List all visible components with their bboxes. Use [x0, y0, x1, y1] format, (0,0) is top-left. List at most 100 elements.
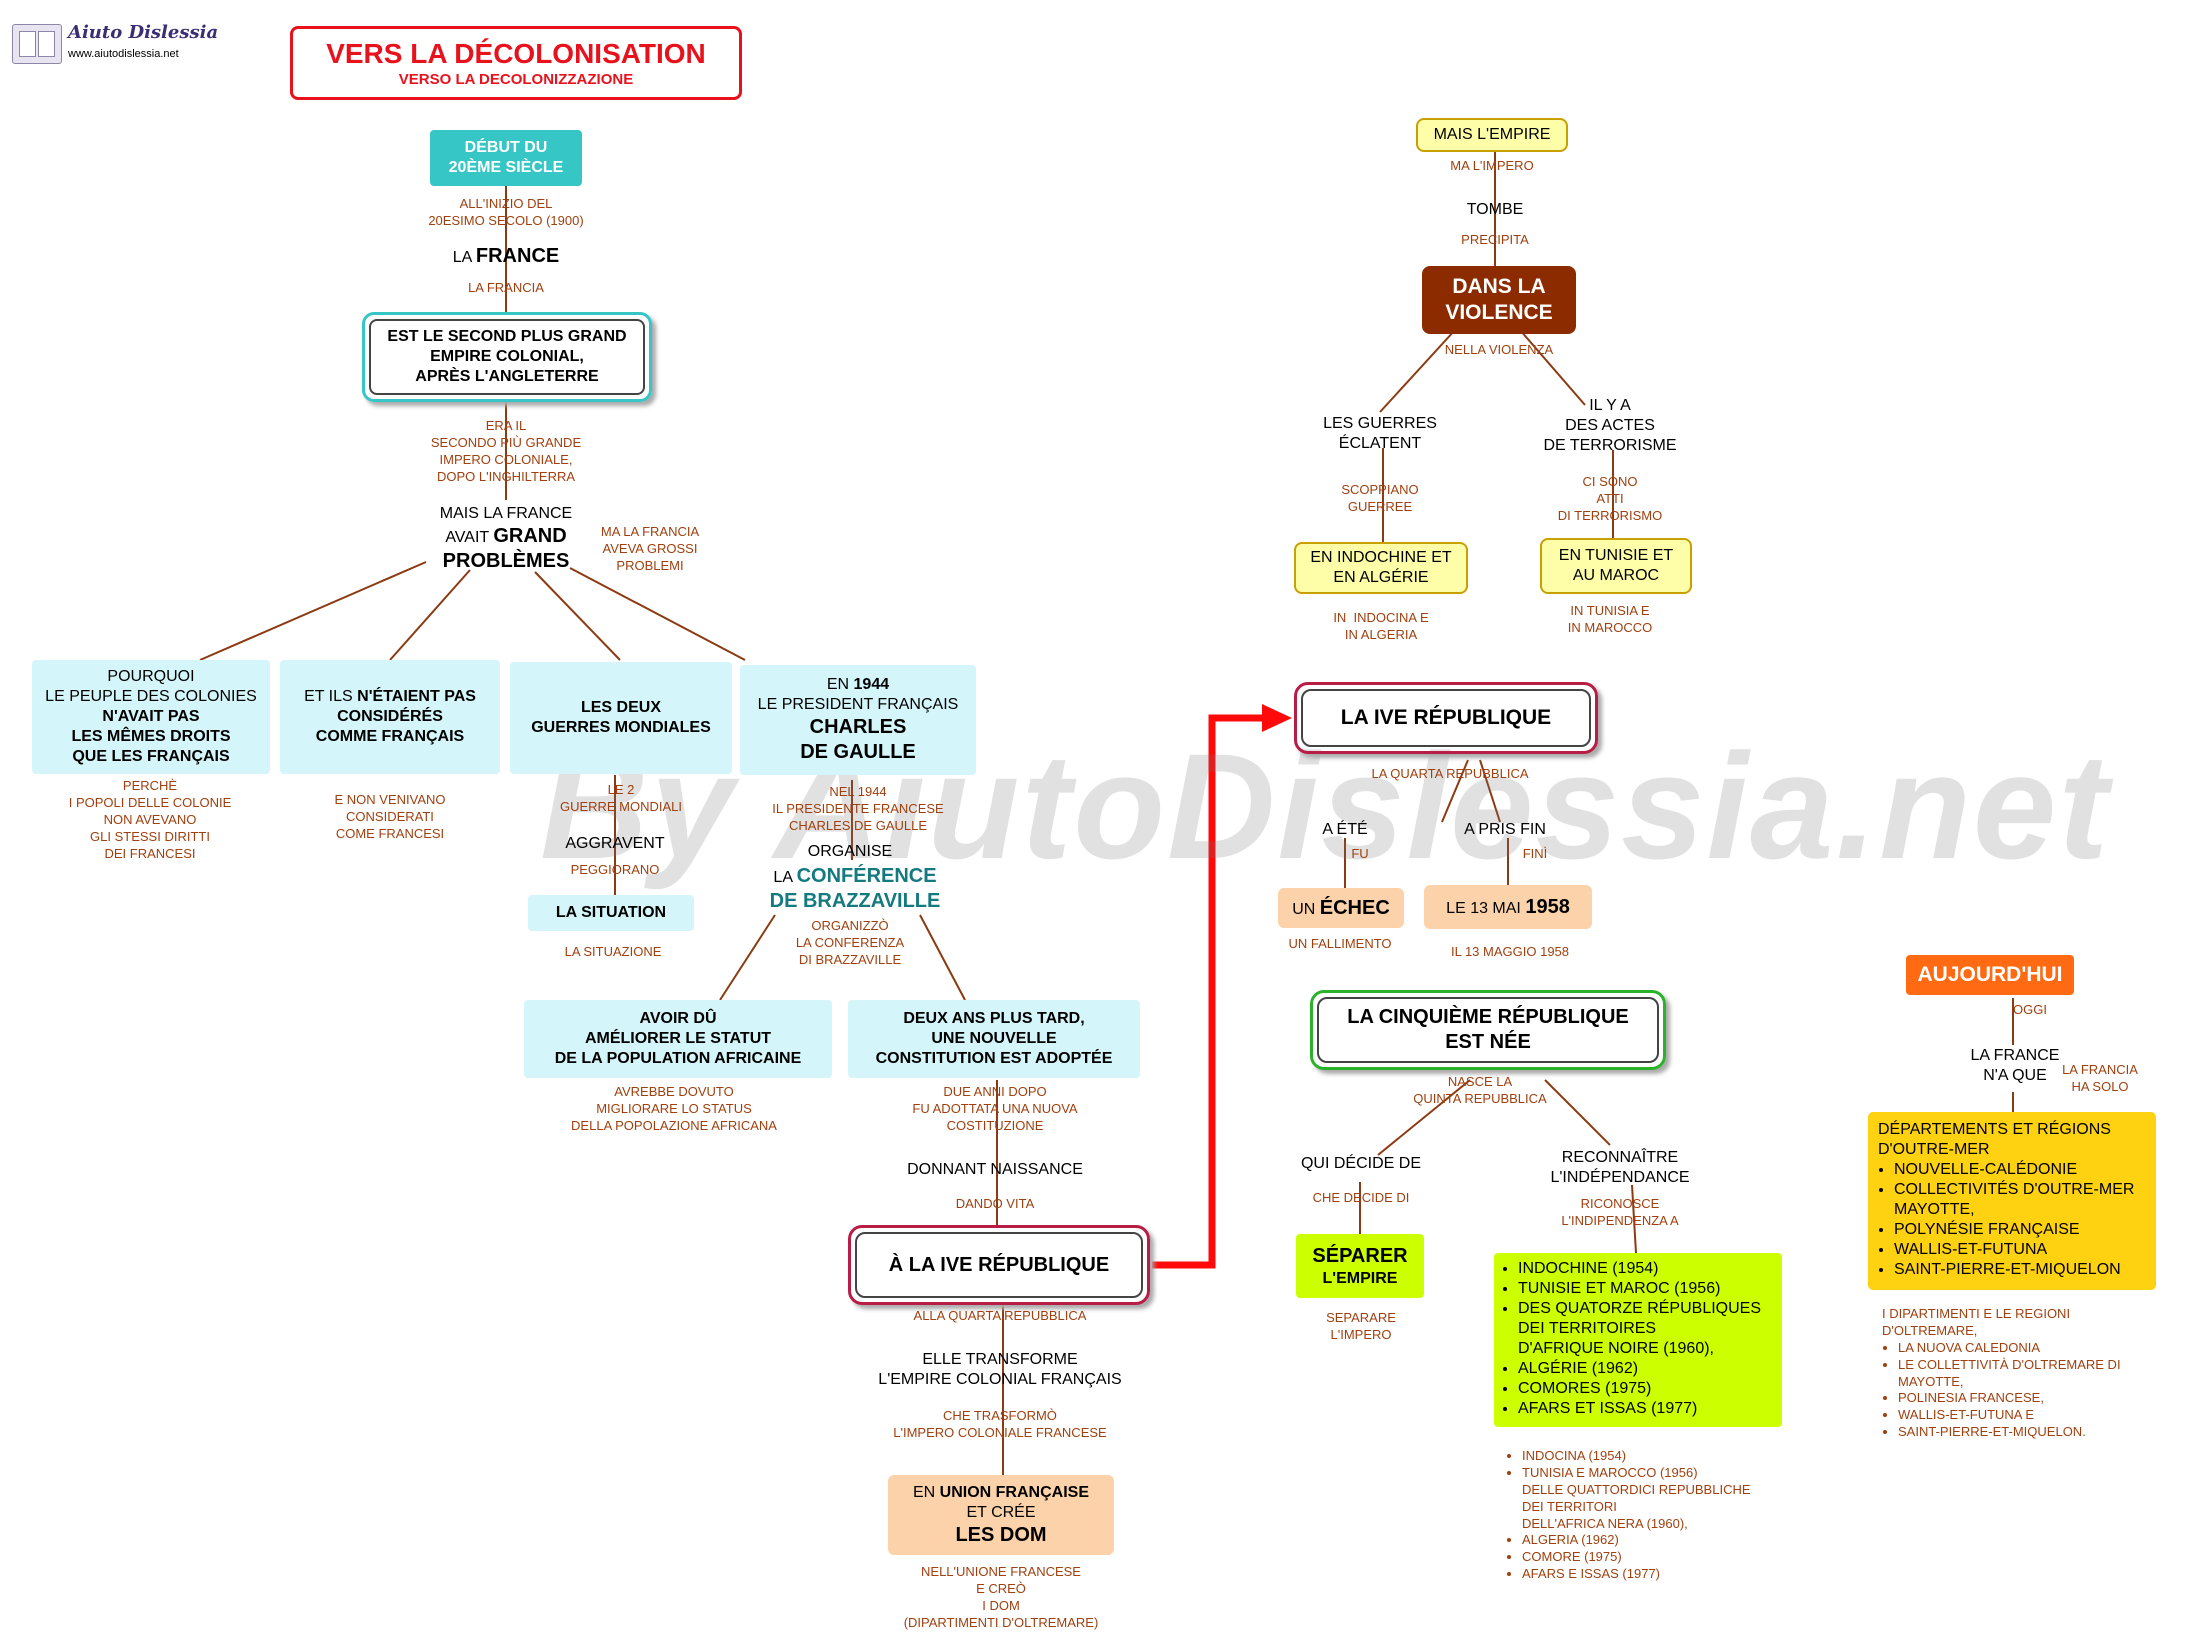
- tr-actes: CI SONO ATTI DI TERRORISMO: [1557, 474, 1663, 523]
- node-ive-a: À LA IVE RÉPUBLIQUE: [848, 1225, 1150, 1305]
- tr-elle: CHE TRASFORMÒ L'IMPERO COLONIALE FRANCES…: [893, 1408, 1107, 1440]
- node-situation: LA SITUATION: [528, 895, 694, 931]
- node-organise: ORGANISE: [807, 843, 893, 860]
- node-separer: SÉPARER L'EMPIRE: [1296, 1234, 1424, 1298]
- node-etils: ET ILS N'ÉTAIENT PAS CONSIDÉRÉS COMME FR…: [280, 660, 500, 774]
- tr-mais-france: MA LA FRANCIA AVEVA GROSSI PROBLEMI: [600, 524, 700, 573]
- tr-aggravent: PEGGIORANO: [570, 862, 660, 877]
- list-item: LA NUOVA CALEDONIA: [1898, 1340, 2182, 1357]
- tr-tombe: PRECIPITA: [1461, 232, 1529, 247]
- tr-mais-empire: MA L'IMPERO: [1450, 158, 1534, 173]
- tr-guerres: LE 2 GUERRE MONDIALI: [559, 782, 683, 814]
- node-deux-ans: DEUX ANS PLUS TARD, UNE NOUVELLE CONSTIT…: [848, 1000, 1140, 1078]
- list-item: INDOCHINE (1954): [1518, 1259, 1761, 1279]
- tr-indochine: IN INDOCINA E IN ALGERIA: [1333, 610, 1429, 642]
- node-donnant: DONNANT NAISSANCE: [907, 1161, 1083, 1178]
- tr-echec: UN FALLIMENTO: [1288, 936, 1392, 951]
- list-item: ALGÉRIE (1962): [1518, 1359, 1761, 1379]
- node-union: EN UNION FRANÇAISE ET CRÉE LES DOM: [888, 1475, 1114, 1555]
- tr-debut: ALL'INIZIO DEL 20ESIMO SECOLO (1900): [428, 196, 584, 228]
- tr-empire: ERA IL SECONDO PIÙ GRANDE IMPERO COLONIA…: [430, 418, 582, 484]
- node-indochine: EN INDOCHINE ET EN ALGÉRIE: [1294, 542, 1468, 594]
- list-item: COMORE (1975): [1522, 1549, 1796, 1566]
- logo-url: www.aiutodislessia.net: [68, 48, 179, 60]
- tr-conference: ORGANIZZÒ LA CONFERENZA DI BRAZZAVILLE: [795, 918, 905, 967]
- tr-a-pris-fin: FINÌ: [1522, 846, 1548, 861]
- tr-union: NELL'UNIONE FRANCESE E CREÒ I DOM (DIPAR…: [903, 1564, 1099, 1630]
- tr-pourquoi: PERCHÈ I POPOLI DELLE COLONIE NON AVEVAN…: [68, 778, 232, 861]
- list-item: TUNISIE ET MAROC (1956): [1518, 1279, 1761, 1299]
- dom-list: NOUVELLE-CALÉDONIECOLLECTIVITÉS D'OUTRE-…: [1878, 1160, 2134, 1280]
- tr-qui-decide: CHE DECIDE DI: [1312, 1190, 1410, 1205]
- tr-separer: SEPARARE L'IMPERO: [1326, 1310, 1396, 1342]
- tr-ive-a: ALLA QUARTA REPUBBLICA: [913, 1308, 1087, 1323]
- tr-de-gaulle: NEL 1944 IL PRESIDENTE FRANCESE CHARLES …: [772, 784, 944, 833]
- list-item: LE COLLETTIVITÀ D'OLTREMARE DI MAYOTTE,: [1898, 1357, 2182, 1391]
- tr-etils: E NON VENIVANO CONSIDERATI COME FRANCESI: [334, 792, 446, 841]
- tr-france: LA FRANCIA: [468, 280, 544, 295]
- tr-date-1958: IL 13 MAGGIO 1958: [1450, 944, 1570, 959]
- list-item: COLLECTIVITÉS D'OUTRE-MER MAYOTTE,: [1894, 1180, 2134, 1220]
- tr-a-ete: FU: [1351, 846, 1369, 861]
- dom-list-it: LA NUOVA CALEDONIALE COLLETTIVITÀ D'OLTR…: [1882, 1340, 2182, 1441]
- tr-situation: LA SITUAZIONE: [564, 944, 662, 959]
- list-item: NOUVELLE-CALÉDONIE: [1894, 1160, 2134, 1180]
- tr-cinquieme: NASCE LA QUINTA REPUBBLICA: [1413, 1074, 1547, 1106]
- logo: Aiuto Dislessia www.aiutodislessia.net: [12, 22, 218, 66]
- list-item: SAINT-PIERRE-ET-MIQUELON: [1894, 1260, 2134, 1280]
- tr-deux-ans: DUE ANNI DOPO FU ADOTTATA UNA NUOVA COST…: [912, 1084, 1078, 1133]
- node-actes: IL Y A DES ACTES DE TERRORISME: [1543, 397, 1677, 454]
- tr-ive: LA QUARTA REPUBBLICA: [1371, 766, 1529, 781]
- tr-violence: NELLA VIOLENZA: [1444, 342, 1554, 357]
- tr-tunisie: IN TUNISIA E IN MAROCCO: [1567, 603, 1653, 635]
- list-item: SAINT-PIERRE-ET-MIQUELON.: [1898, 1424, 2182, 1441]
- tr-dom: I DIPARTIMENTI E LE REGIONI D'OLTREMARE,…: [1882, 1306, 2182, 1441]
- list-item: ALGERIA (1962): [1522, 1532, 1796, 1549]
- node-naque: LA FRANCE N'A QUE: [1970, 1047, 2060, 1084]
- list-item: POLYNÉSIE FRANÇAISE: [1894, 1220, 2134, 1240]
- node-qui-decide: QUI DÉCIDE DE: [1300, 1155, 1421, 1172]
- title-fr: VERS LA DÉCOLONISATION: [326, 38, 706, 70]
- indep-list-it: INDOCINA (1954)TUNISIA E MAROCCO (1956) …: [1506, 1448, 1796, 1583]
- tr-avoir: AVREBBE DOVUTO MIGLIORARE LO STATUS DELL…: [571, 1084, 777, 1133]
- tr-indep-list: INDOCINA (1954)TUNISIA E MAROCCO (1956) …: [1506, 1448, 1796, 1583]
- node-cinquieme: LA CINQUIÈME RÉPUBLIQUE EST NÉE: [1310, 990, 1666, 1070]
- node-ive: LA IVE RÉPUBLIQUE: [1294, 682, 1598, 754]
- node-indep-list: INDOCHINE (1954)TUNISIE ET MAROC (1956)D…: [1494, 1253, 1782, 1427]
- node-date-1958: LE 13 MAI 1958: [1424, 885, 1592, 929]
- indep-list: INDOCHINE (1954)TUNISIE ET MAROC (1956)D…: [1502, 1259, 1761, 1419]
- list-item: COMORES (1975): [1518, 1379, 1761, 1399]
- node-a-pris-fin: A PRIS FIN: [1464, 821, 1546, 838]
- node-violence: DANS LA VIOLENCE: [1422, 266, 1576, 334]
- node-de-gaulle: EN 1944 LE PRESIDENT FRANÇAIS CHARLES DE…: [740, 665, 976, 775]
- node-mais-empire: MAIS L'EMPIRE: [1416, 118, 1568, 152]
- node-tunisie: EN TUNISIE ET AU MAROC: [1540, 538, 1692, 594]
- list-item: TUNISIA E MAROCCO (1956) DELLE QUATTORDI…: [1522, 1465, 1796, 1533]
- node-aggravent: AGGRAVENT: [565, 835, 665, 852]
- node-mais-france: MAIS LA FRANCE AVAIT GRAND PROBLÈMES: [439, 505, 573, 572]
- tr-aujourd: OGGI: [2013, 1002, 2047, 1017]
- node-echec: UN ÉCHEC: [1278, 888, 1404, 928]
- node-guerres-eclatent: LES GUERRES ÉCLATENT: [1323, 415, 1437, 452]
- node-pourquoi: POURQUOI LE PEUPLE DES COLONIES N'AVAIT …: [32, 660, 270, 774]
- node-guerres: LES DEUX GUERRES MONDIALES: [510, 662, 732, 774]
- title-box: VERS LA DÉCOLONISATION VERSO LA DECOLONI…: [290, 26, 742, 100]
- node-dom: DÉPARTEMENTS ET RÉGIONS D'OUTRE-MER NOUV…: [1868, 1112, 2156, 1290]
- tr-guerres-eclatent: SCOPPIANO GUERREE: [1341, 482, 1419, 514]
- node-conference: LA CONFÉRENCE DE BRAZZAVILLE: [769, 865, 941, 912]
- list-item: AFARS ET ISSAS (1977): [1518, 1399, 1761, 1419]
- list-item: DES QUATORZE RÉPUBLIQUES DEI TERRITOIRES…: [1518, 1299, 1761, 1359]
- tr-donnant: DANDO VITA: [955, 1196, 1035, 1211]
- node-elle: ELLE TRANSFORME L'EMPIRE COLONIAL FRANÇA…: [878, 1351, 1122, 1388]
- list-item: WALLIS-ET-FUTUNA: [1894, 1240, 2134, 1260]
- tr-naque: LA FRANCIA HA SOLO: [2062, 1062, 2138, 1094]
- list-item: AFARS E ISSAS (1977): [1522, 1566, 1796, 1583]
- node-debut: DÉBUT DU 20ÈME SIÈCLE: [430, 130, 582, 186]
- list-item: POLINESIA FRANCESE,: [1898, 1390, 2182, 1407]
- title-it: VERSO LA DECOLONIZZAZIONE: [398, 71, 634, 89]
- list-item: WALLIS-ET-FUTUNA E: [1898, 1407, 2182, 1424]
- node-france: LA FRANCE: [452, 245, 560, 267]
- list-item: INDOCINA (1954): [1522, 1448, 1796, 1465]
- node-reconnaitre: RECONNAÎTRE L'INDÉPENDANCE: [1550, 1149, 1690, 1186]
